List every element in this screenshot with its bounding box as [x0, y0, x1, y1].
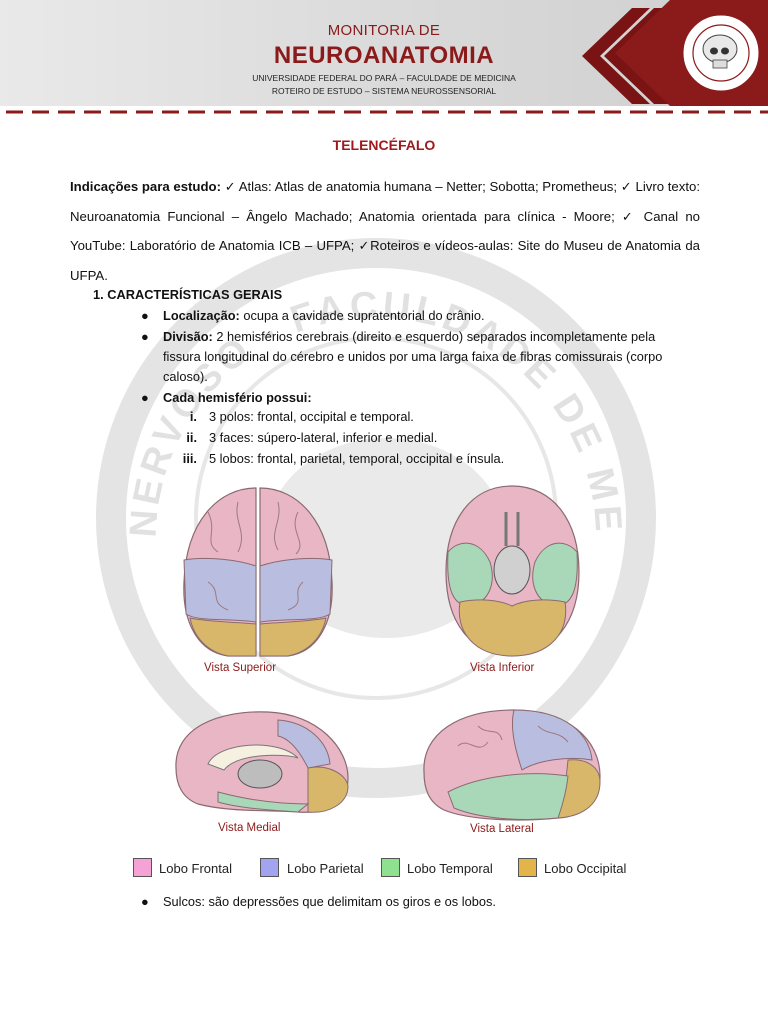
legend-label-temporal: Lobo Temporal	[407, 861, 493, 876]
museum-seal-logo	[680, 12, 762, 94]
localizacao-text: ocupa a cavidade supratentorial do crâni…	[239, 308, 485, 323]
header-chevron-decoration	[582, 0, 768, 106]
brain-inferior-view	[445, 485, 580, 657]
bullet-dot: ●	[141, 308, 149, 323]
hemisferio-label: Cada hemisfério possui:	[163, 390, 312, 405]
localizacao-label: Localização:	[163, 308, 240, 323]
brain-superior-view	[183, 487, 333, 657]
header-divider	[6, 110, 768, 114]
legend-swatch-parietal	[260, 858, 279, 877]
header-monitoria: MONITORIA DE	[327, 22, 441, 39]
indications-label: Indicações para estudo:	[70, 179, 221, 194]
section-heading: 1. CARACTERÍSTICAS GERAIS	[93, 287, 283, 302]
watermark-seal: NERVOSO - FACULDADE DE MEDICINA E CIRURG…	[96, 238, 656, 798]
divisao-label: Divisão:	[163, 329, 213, 344]
caption-superior: Vista Superior	[204, 662, 277, 674]
legend-swatch-frontal	[133, 858, 152, 877]
roman-text: 3 polos: frontal, occipital e temporal.	[209, 409, 414, 424]
header-university: UNIVERSIDADE FEDERAL DO PARÁ – FACULDADE…	[252, 73, 516, 83]
roman-text: 3 faces: súpero-lateral, inferior e medi…	[209, 430, 438, 445]
roman-text: 5 lobos: frontal, parietal, temporal, oc…	[209, 451, 505, 466]
sulcos-text: Sulcos: são depressões que delimitam os …	[163, 894, 496, 909]
legend-label-occipital: Lobo Occipital	[544, 861, 627, 876]
roman-number: ii.	[186, 430, 197, 445]
caption-medial: Vista Medial	[218, 822, 281, 834]
divisao-text: 2 hemisférios cerebrais (direito e esque…	[163, 329, 663, 384]
caption-inferior: Vista Inferior	[470, 662, 535, 674]
roman-number: i.	[189, 409, 197, 424]
brain-lateral-view	[423, 709, 601, 821]
bullet-dot: ●	[141, 390, 149, 405]
brain-medial-view	[175, 711, 349, 813]
bullet-dot: ●	[141, 894, 149, 909]
study-indications: Indicações para estudo: ✓ Atlas: Atlas d…	[70, 172, 700, 290]
legend-swatch-temporal	[381, 858, 400, 877]
indications-text: ✓ Atlas: Atlas de anatomia humana – Nett…	[70, 179, 701, 283]
legend-label-frontal: Lobo Frontal	[159, 861, 232, 876]
header-subtitle: ROTEIRO DE ESTUDO – SISTEMA NEUROSSENSOR…	[271, 86, 497, 96]
bullet-dot: ●	[141, 329, 149, 344]
legend-swatch-occipital	[518, 858, 537, 877]
roman-number: iii.	[182, 451, 197, 466]
header-title: NEUROANATOMIA	[273, 42, 495, 69]
legend-label-parietal: Lobo Parietal	[287, 861, 364, 876]
document-title: TELENCÉFALO	[332, 137, 436, 153]
caption-lateral: Vista Lateral	[470, 823, 534, 835]
